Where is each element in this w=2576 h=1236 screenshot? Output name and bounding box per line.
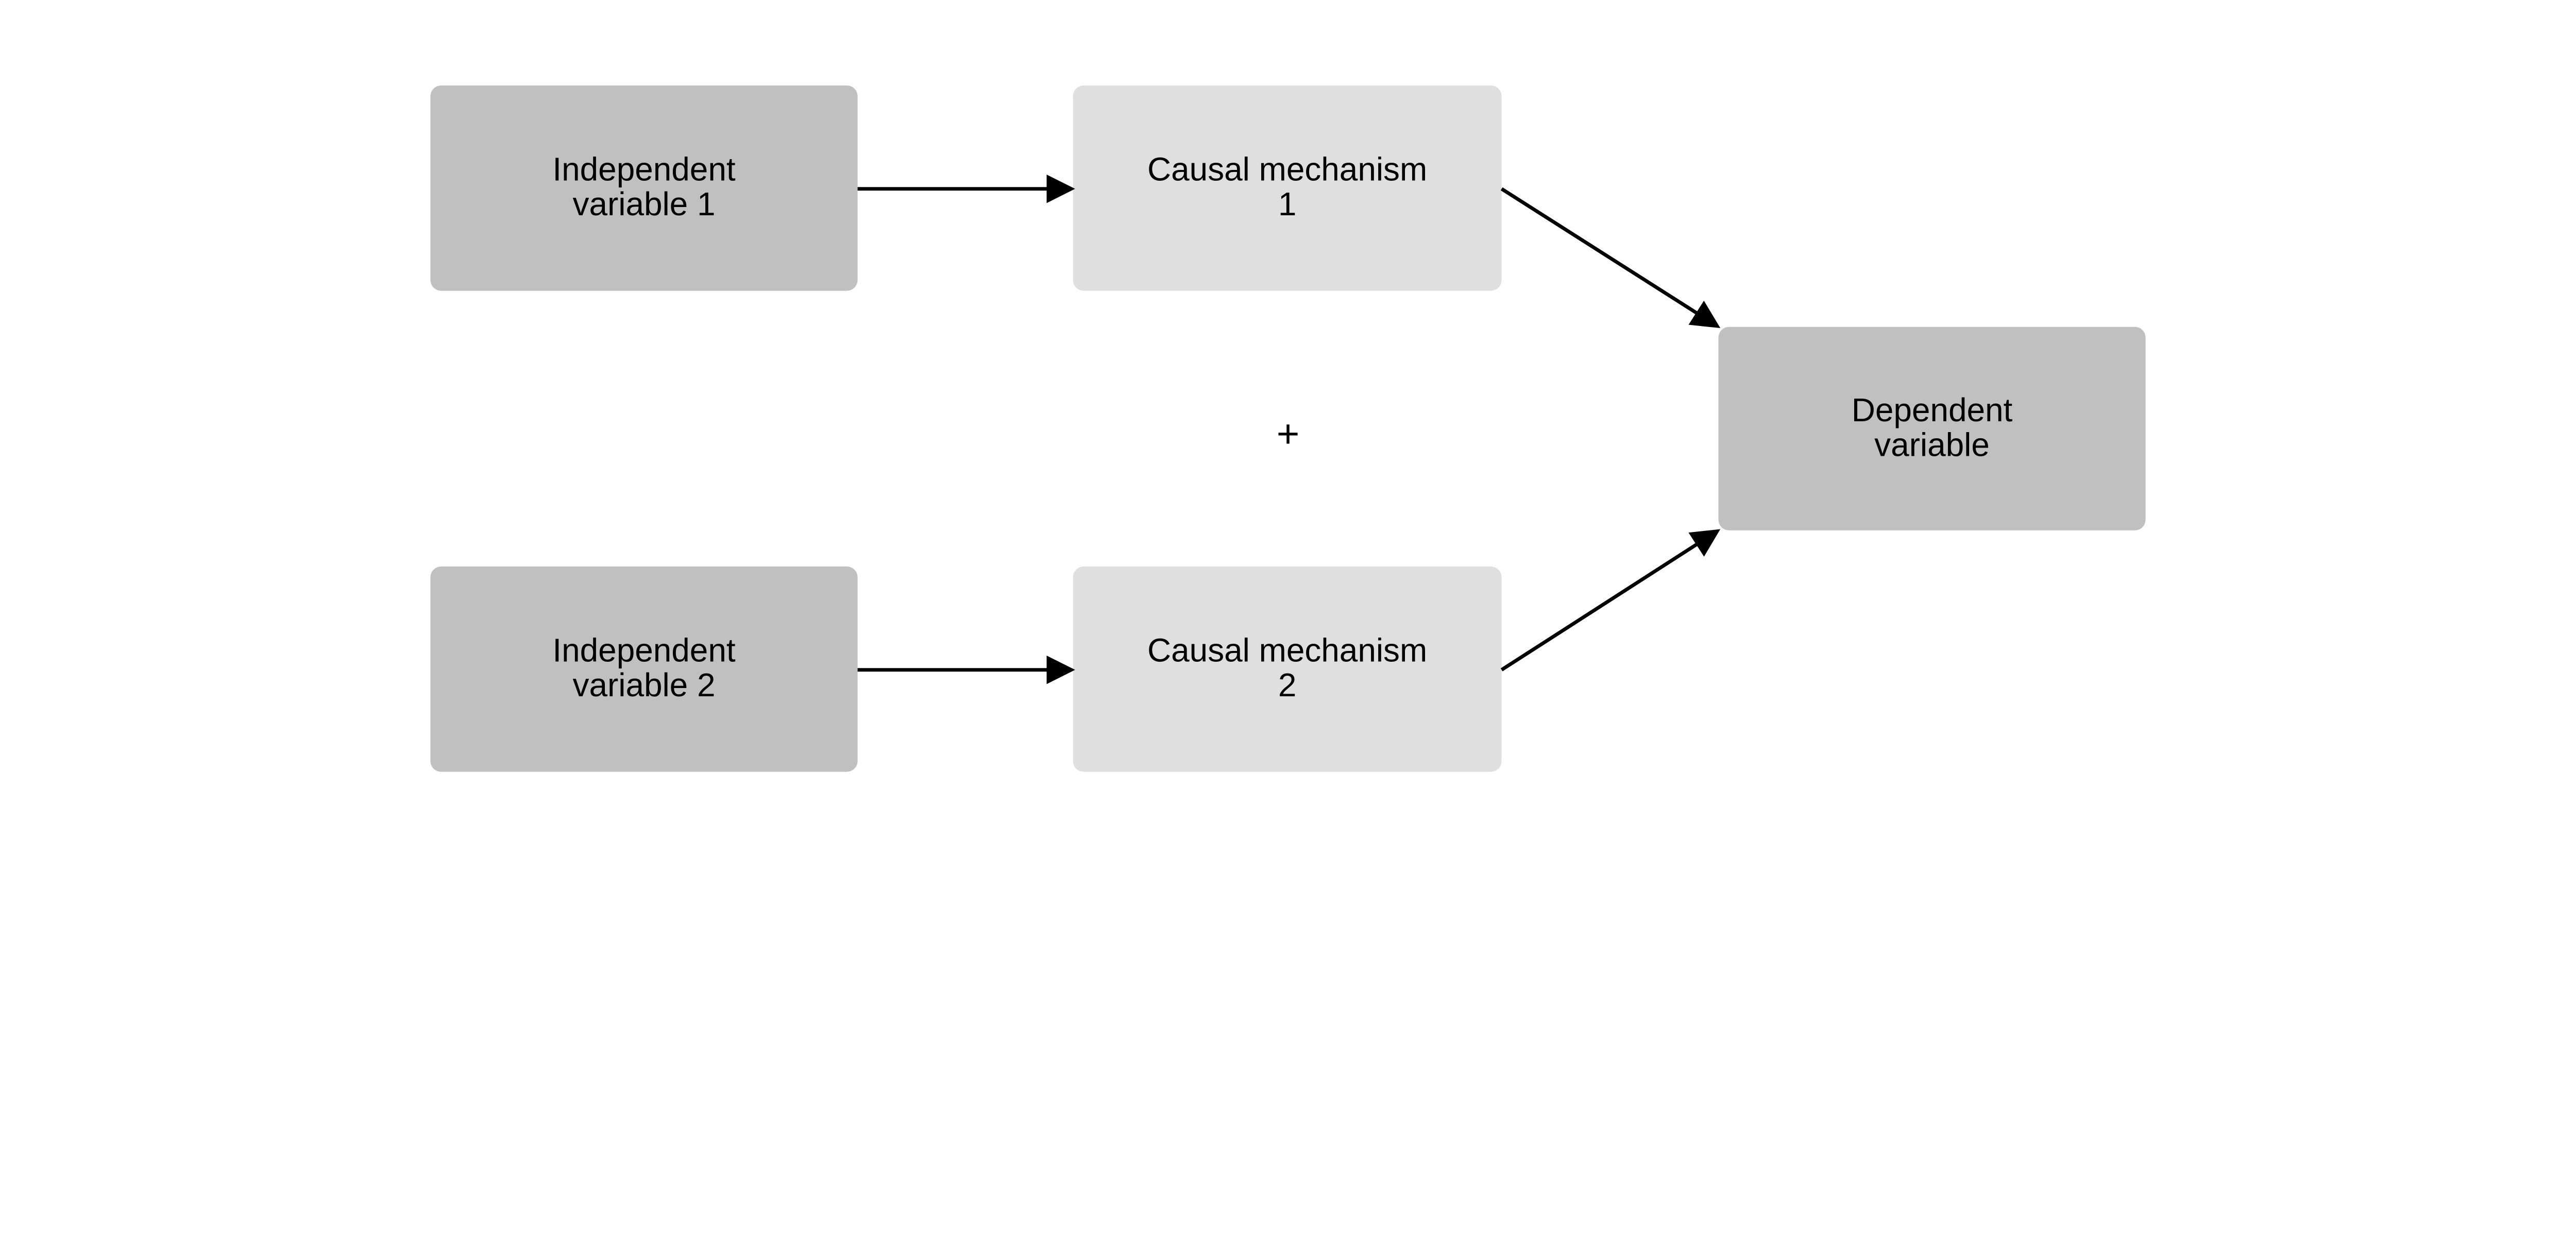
node-independent-variable-2: Independent variable 2	[430, 566, 858, 772]
arrow-cm2-to-dv	[1500, 529, 1721, 672]
node-label: Causal mechanism	[1147, 151, 1427, 188]
node-label: variable 1	[573, 185, 716, 222]
node-label: 2	[1278, 666, 1297, 703]
node-dependent-variable: Dependent variable	[1718, 327, 2146, 530]
node-label: variable	[1874, 426, 1990, 463]
node-label: 1	[1278, 185, 1297, 222]
node-causal-mechanism-2: Causal mechanism 2	[1073, 566, 1502, 772]
node-label: Independent	[552, 151, 735, 188]
node-causal-mechanism-1: Causal mechanism 1	[1073, 85, 1502, 291]
node-label: Dependent	[1852, 391, 2013, 428]
node-label: Independent	[552, 632, 735, 669]
arrow-cm1-to-dv	[1500, 187, 1721, 329]
plus-sign: +	[1277, 412, 1300, 456]
diagram-canvas: Independent variable 1 Causal mechanism …	[430, 85, 2146, 772]
node-independent-variable-1: Independent variable 1	[430, 85, 858, 291]
node-label: variable 2	[573, 666, 716, 703]
node-label: Causal mechanism	[1147, 632, 1427, 669]
